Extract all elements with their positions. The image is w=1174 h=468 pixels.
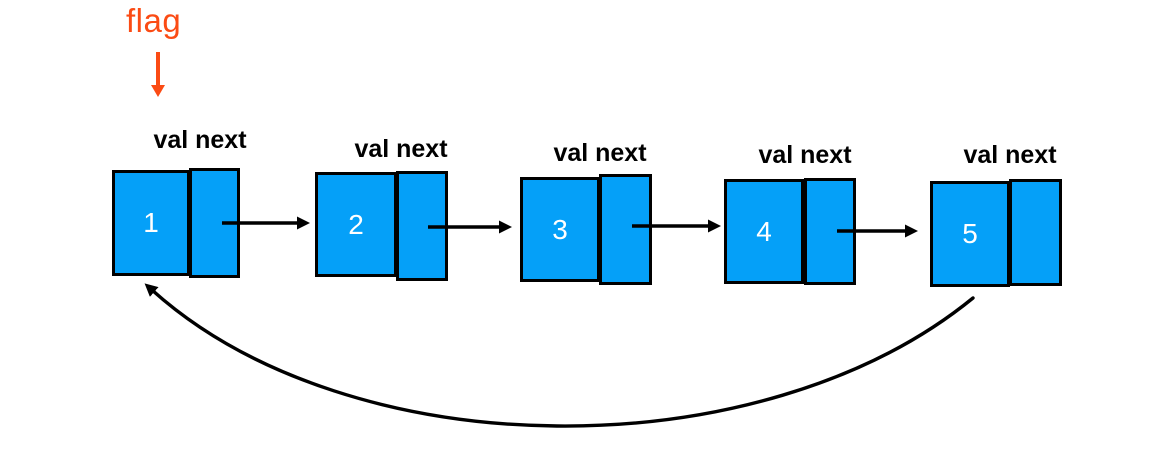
cycle-arrow-node5-to-node1	[144, 283, 975, 428]
node-2-next-cell	[396, 171, 448, 281]
node-5-val-cell: 5	[930, 181, 1010, 287]
node-4-next-cell	[804, 178, 856, 285]
flag-pointer-label: flag	[126, 2, 182, 39]
node-4-field-labels: val next	[758, 141, 852, 169]
node-5-next-cell	[1009, 179, 1062, 286]
node-3-value: 3	[552, 213, 568, 245]
node-3-val-cell: 3	[520, 177, 600, 282]
node-5-value: 5	[962, 218, 978, 249]
node-5-field-labels: val next	[963, 141, 1057, 169]
node-1-field-labels: val next	[153, 126, 247, 154]
node-3-next-cell	[599, 174, 652, 285]
node-2-val-cell: 2	[315, 172, 397, 277]
node-1-next-cell	[189, 168, 240, 278]
node-3-field-labels: val next	[553, 139, 647, 167]
node-4-value: 4	[756, 215, 772, 247]
node-2-value: 2	[348, 208, 364, 240]
node-4-val-cell: 4	[724, 179, 804, 284]
node-1-value: 1	[143, 207, 159, 238]
node-1-val-cell: 1	[112, 170, 190, 276]
node-2-field-labels: val next	[354, 135, 448, 163]
